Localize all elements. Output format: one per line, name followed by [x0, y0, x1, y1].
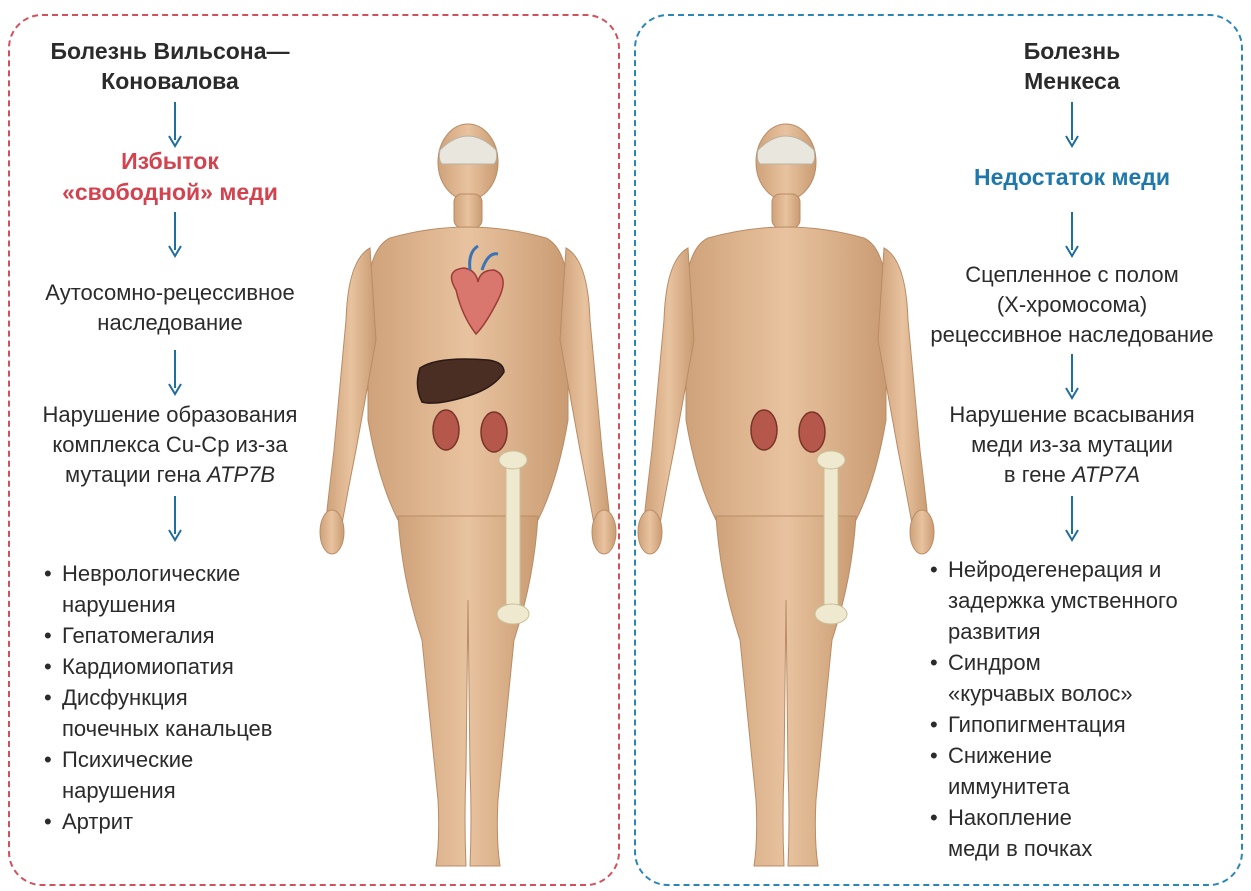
wilson-body-figure [318, 120, 624, 880]
menkes-inheritance: Сцепленное с полом (X-хромосома) рецесси… [904, 260, 1240, 350]
menkes-symptom-list: Нейродегенерация изадержка умственногора… [930, 554, 1230, 864]
symptom-line: иммунитета [948, 771, 1230, 802]
wilson-title: Болезнь Вильсона— Коновалова [20, 36, 320, 96]
symptom-line: меди в почках [948, 833, 1230, 864]
kidney-icon [481, 412, 507, 452]
menkes-title-line2: Менкеса [920, 66, 1224, 96]
wilson-inheritance: Аутосомно-рецессивное наследование [14, 278, 326, 338]
symptom-line: Нейродегенерация и [948, 554, 1230, 585]
arrow-icon [168, 102, 182, 148]
arrow-icon [1065, 496, 1079, 542]
menkes-inheritance-line3: рецессивное наследование [904, 320, 1240, 350]
symptom-line: Психические [62, 744, 334, 775]
arrow-icon [1065, 354, 1079, 400]
symptom-line: задержка умственного [948, 585, 1230, 616]
human-body-icon [320, 124, 616, 866]
menkes-symptom-kidney-copper: Накоплениемеди в почках [930, 802, 1230, 864]
wilson-gene: ATP7B [207, 462, 275, 487]
menkes-mechanism-line2: меди из-за мутации [904, 430, 1240, 460]
wilson-title-line1: Болезнь Вильсона— [20, 36, 320, 66]
menkes-symptom-immunity: Снижениеиммунитета [930, 740, 1230, 802]
menkes-symptom-neuro: Нейродегенерация изадержка умственногора… [930, 554, 1230, 647]
symptom-line: Накопление [948, 802, 1230, 833]
wilson-inheritance-line2: наследование [14, 308, 326, 338]
menkes-cause-line1: Недостаток меди [920, 162, 1224, 193]
menkes-mechanism: Нарушение всасывания меди из-за мутации … [904, 400, 1240, 490]
menkes-mechanism-line1: Нарушение всасывания [904, 400, 1240, 430]
symptom-line: нарушения [62, 589, 334, 620]
wilson-symptom-arthritis: Артрит [44, 806, 334, 837]
symptom-line: Гипопигментация [948, 709, 1230, 740]
arrow-icon [1065, 102, 1079, 148]
wilson-inheritance-line1: Аутосомно-рецессивное [14, 278, 326, 308]
menkes-title-line1: Болезнь [920, 36, 1224, 66]
wilson-symptom-neuro: Неврологическиенарушения [44, 558, 334, 620]
wilson-mechanism-line1: Нарушение образования [14, 400, 326, 430]
symptom-line: почечных канальцев [62, 713, 334, 744]
wilson-mechanism-prefix: мутации гена [65, 462, 207, 487]
symptom-line: «курчавых волос» [948, 678, 1230, 709]
wilson-cause: Избыток «свободной» меди [20, 146, 320, 208]
symptom-line: Неврологические [62, 558, 334, 589]
symptom-line: Артрит [62, 806, 334, 837]
wilson-symptom-renal: Дисфункцияпочечных канальцев [44, 682, 334, 744]
symptom-line: Снижение [948, 740, 1230, 771]
kidney-icon [433, 410, 459, 450]
arrow-icon [1065, 212, 1079, 258]
symptom-line: Гепатомегалия [62, 620, 334, 651]
arrow-icon [168, 212, 182, 258]
menkes-inheritance-line2: (X-хромосома) [904, 290, 1240, 320]
menkes-cause: Недостаток меди [920, 162, 1224, 193]
wilson-cause-line1: Избыток [20, 146, 320, 177]
menkes-mechanism-prefix: в гене [1004, 462, 1072, 487]
menkes-gene: ATP7A [1072, 462, 1140, 487]
arrow-icon [168, 350, 182, 396]
menkes-inheritance-line1: Сцепленное с полом [904, 260, 1240, 290]
wilson-symptom-hepatomegaly: Гепатомегалия [44, 620, 334, 651]
wilson-mechanism-line3: мутации гена ATP7B [14, 460, 326, 490]
kidney-icon [751, 410, 777, 450]
kidney-icon [799, 412, 825, 452]
symptom-line: Синдром [948, 647, 1230, 678]
menkes-symptom-hypopigmentation: Гипопигментация [930, 709, 1230, 740]
menkes-body-figure [636, 120, 942, 880]
arrow-icon [168, 496, 182, 542]
wilson-title-line2: Коновалова [20, 66, 320, 96]
symptom-line: Кардиомиопатия [62, 651, 334, 682]
menkes-symptom-kinky-hair: Синдром«курчавых волос» [930, 647, 1230, 709]
wilson-cause-line2: «свободной» меди [20, 177, 320, 208]
menkes-title: Болезнь Менкеса [920, 36, 1224, 96]
menkes-mechanism-line3: в гене ATP7A [904, 460, 1240, 490]
symptom-line: развития [948, 616, 1230, 647]
symptom-line: нарушения [62, 775, 334, 806]
wilson-mechanism-line2: комплекса Cu-Cp из-за [14, 430, 326, 460]
wilson-symptom-cardio: Кардиомиопатия [44, 651, 334, 682]
human-body-icon [638, 124, 934, 866]
wilson-mechanism: Нарушение образования комплекса Cu-Cp из… [14, 400, 326, 490]
symptom-line: Дисфункция [62, 682, 334, 713]
wilson-symptom-psych: Психическиенарушения [44, 744, 334, 806]
wilson-symptom-list: Неврологическиенарушения Гепатомегалия К… [44, 558, 334, 837]
